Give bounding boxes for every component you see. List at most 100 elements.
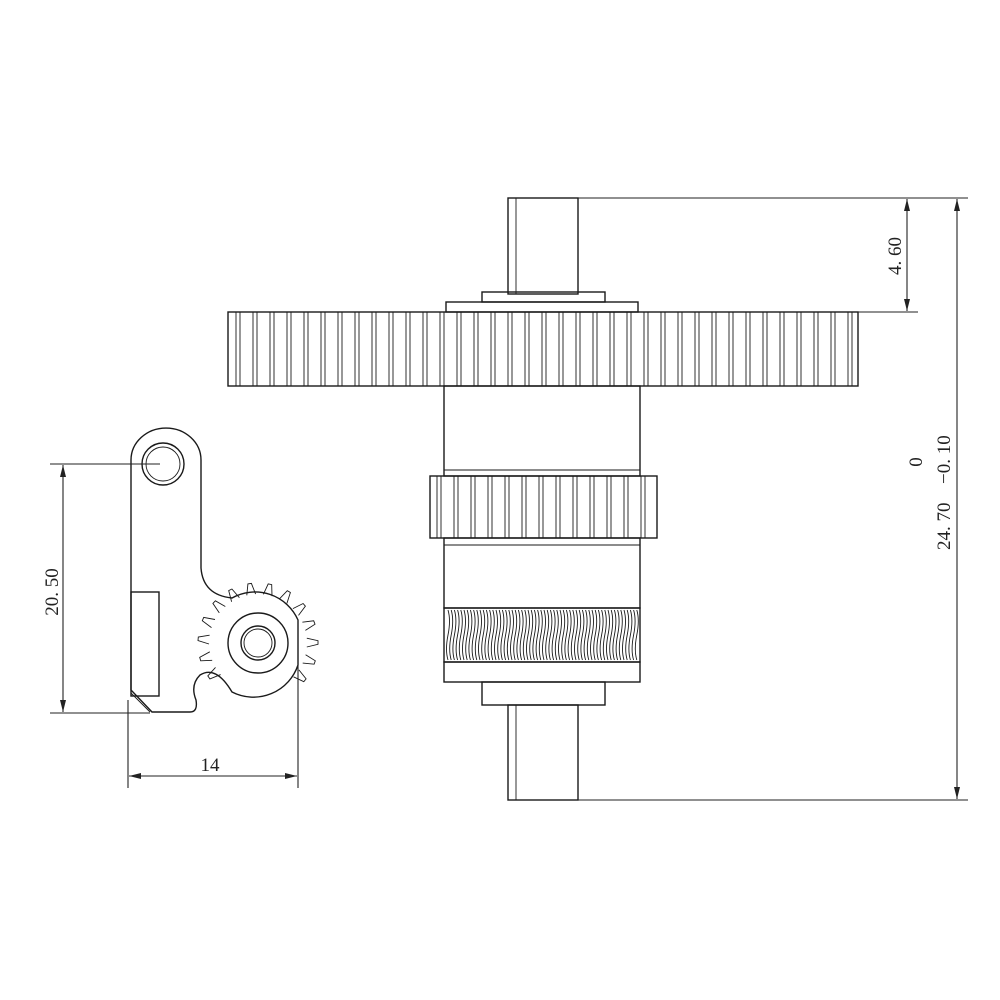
pinion-tooth [279,590,291,604]
pinion-tooth [302,620,316,631]
knurl-ridge [583,609,588,661]
label-top-offset: 4. 60 [885,237,906,275]
label-tolerance-upper: 0 [906,457,927,467]
knurl-ridge [625,609,630,661]
knurl-ridge [497,609,502,661]
pinion-tooth [306,637,319,648]
knurl-ridge [596,609,601,661]
knurl-ridge [567,609,572,661]
upper-flange [445,301,639,313]
knurl-ridge [519,609,524,661]
knurl-ridge [606,609,610,661]
pinion-tooth [201,616,216,628]
knurl-ridge [506,609,511,661]
knurl-ridge [474,609,479,661]
pinion-tooth [207,667,221,680]
knurl-ridge [522,609,527,661]
lever-outline [130,427,299,713]
pinion-tooth [302,654,316,665]
knurl-ridge [490,609,495,661]
pinion-hub [227,612,289,674]
small-gear [429,475,658,539]
pinion-teeth [197,582,319,683]
knurl-ridge [561,609,566,661]
knurl-ridge [535,609,540,661]
knurl-ridge [465,609,470,661]
knurl-ridge [446,609,450,661]
knurl-ridge [503,609,508,661]
pinion-tooth [292,602,306,616]
knurl-ridge [526,609,530,661]
knurl-ridge [532,609,537,661]
knurl-ridge [478,609,482,661]
label-tolerance-lower: −0. 10 [934,435,955,484]
knurl-ridge [631,609,636,661]
pinion-tooth [197,634,210,645]
lever-slot [130,591,160,697]
knurl-ridge [458,609,463,661]
pinion-tooth [228,588,240,602]
knurl-ridge [471,609,476,661]
knurl-ridge [510,609,514,661]
knurl-ridge [580,609,585,661]
lower-shaft [507,704,579,801]
knurl-ridge [628,609,633,661]
knurl-ridge [468,609,473,661]
knurl-ridge [449,609,454,661]
knurl-ridge [484,609,489,661]
label-overall-height: 24. 70 [934,503,955,551]
pinion-tooth [246,582,257,596]
pinion-tooth [199,651,213,662]
knurl-ridge [570,609,575,661]
hub-lower [443,661,641,683]
knurl-ridge [634,609,639,661]
knurl-ridge [481,609,486,661]
knurl-ridge [622,609,626,661]
knurl-ridge [618,609,623,661]
knurl-ridge [593,609,598,661]
knurl-ridge [545,609,550,661]
hub-upper [443,385,641,477]
pinion-tooth [212,600,226,614]
knurl-ridge [500,609,505,661]
upper-shaft [507,197,579,295]
label-lever-height: 20. 50 [42,568,63,616]
knurl-ridge [564,609,569,661]
knurl-ridge [577,609,582,661]
gear-shaft-assembly [227,197,859,801]
knurl-ridge [548,609,553,661]
hub-middle [443,537,641,609]
knurl-ridge [558,609,562,661]
knurl-ridge [455,609,460,661]
knurl-ridge [551,609,556,661]
knurl-ridge [590,609,594,661]
knurl-ridge [462,609,466,661]
knurl-ridge [615,609,620,661]
knurl-ridge [529,609,534,661]
knurl-ridge [452,609,457,661]
knurled-drive-section [443,607,641,663]
knurl-ridge [612,609,617,661]
knurl-ridge [542,609,546,661]
knurl-ridge [599,609,604,661]
pinion-bore [240,625,276,661]
knurl-ridge [494,609,498,661]
knurl-ridge [586,609,591,661]
dimension-lever: 20. 50 14 [42,463,299,788]
knurl-ridge [554,609,559,661]
knurl-ridge [513,609,518,661]
large-gear [227,311,859,387]
lever-part [130,427,319,713]
knurl-ridge [574,609,578,661]
knurl-ridge [602,609,607,661]
label-lever-width: 14 [201,755,221,776]
pinion-tooth [262,583,273,597]
dimension-right: 4. 60 24. 70 −0. 10 0 [578,197,968,801]
pinion-tooth [293,669,307,683]
knurl-ridge [487,609,492,661]
knurl-ridge [538,609,543,661]
lower-collar [481,681,606,706]
knurl-ridge [516,609,521,661]
